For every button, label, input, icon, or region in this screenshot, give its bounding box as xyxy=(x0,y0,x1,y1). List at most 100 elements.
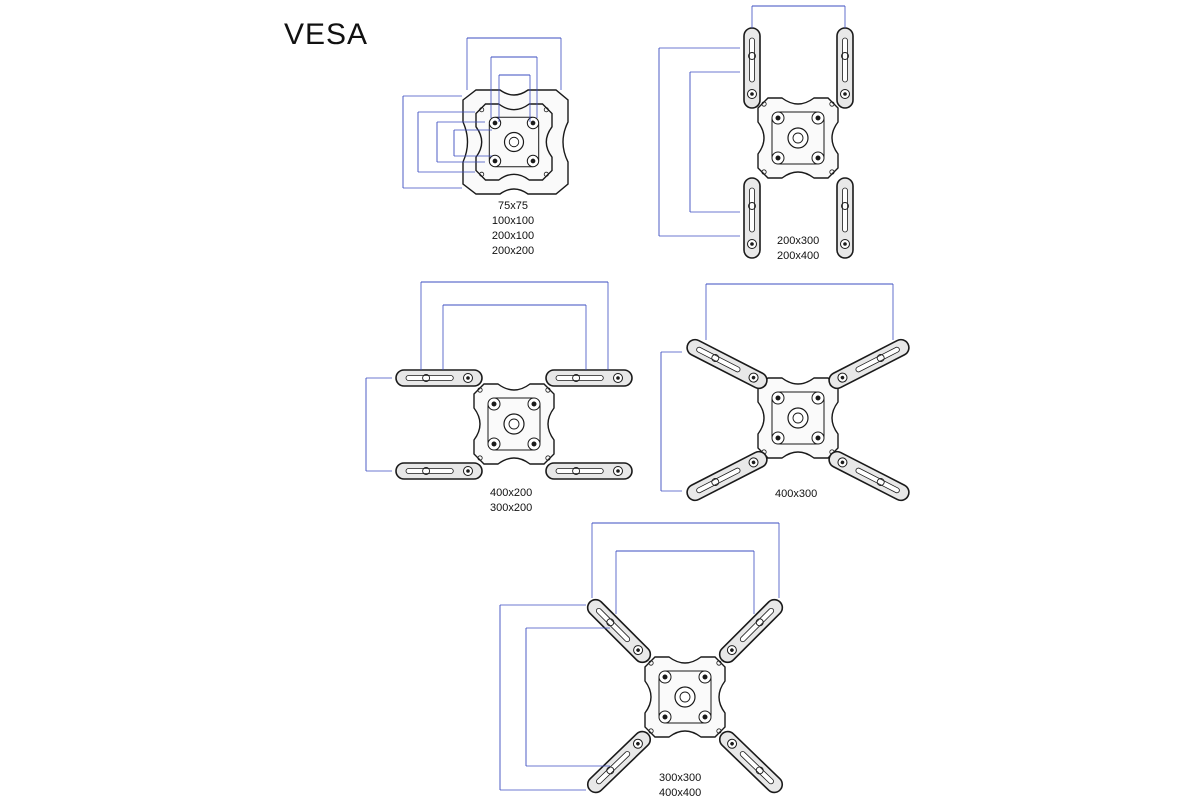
center-hole-inner xyxy=(508,136,520,148)
center-hole xyxy=(503,131,525,153)
plate-screw-hole xyxy=(716,728,722,734)
figure-diagonal-arms-wide xyxy=(660,283,910,502)
mounting-arm xyxy=(586,730,652,794)
mount-hole-center xyxy=(531,441,537,447)
pattern-label: 300x200 xyxy=(490,502,533,514)
pattern-label: 200x300 xyxy=(777,235,820,247)
plate-inner-frame xyxy=(488,116,540,168)
arm-screw xyxy=(606,618,615,627)
mount-hole-center xyxy=(491,441,497,447)
mounting-arm xyxy=(395,462,483,480)
figure-horizontal-arms xyxy=(365,281,633,480)
arm-screw xyxy=(748,52,756,60)
arm-screw xyxy=(876,354,885,362)
mounting-arm xyxy=(395,369,483,387)
pattern-label: 200x200 xyxy=(491,245,535,257)
label-group-horizontal-arms: 400x200 300x200 xyxy=(490,486,532,516)
mount-hole-center xyxy=(492,158,498,164)
mounting-arm xyxy=(545,369,633,387)
arm-screw xyxy=(572,467,581,475)
plate-screw-hole xyxy=(648,728,654,734)
arm-bolt-center xyxy=(843,92,847,96)
mounting-arm xyxy=(545,462,633,480)
pattern-label: 200x100 xyxy=(491,230,535,242)
center-hole-inner xyxy=(792,132,804,144)
pattern-label: 300x300 xyxy=(659,772,702,784)
mount-hole-center xyxy=(491,401,497,407)
mounting-arm xyxy=(743,177,761,259)
plate-screw-hole xyxy=(829,169,835,175)
plate-screw-hole xyxy=(477,455,483,461)
center-hole xyxy=(787,127,809,149)
arm-bolt-center xyxy=(466,376,470,380)
center-hole-inner xyxy=(508,418,520,430)
arm-screw xyxy=(711,354,720,362)
center-hole xyxy=(503,413,525,435)
plate-screw-hole xyxy=(477,387,483,393)
mount-hole-center xyxy=(530,120,536,126)
plate-screw-hole xyxy=(543,171,549,177)
arm-screw xyxy=(841,52,849,60)
plate-inner-frame xyxy=(771,111,825,165)
arm-slot xyxy=(842,187,848,233)
mounting-arm xyxy=(828,450,910,502)
mounting-arm xyxy=(686,338,768,390)
plate-inner-frame xyxy=(487,397,541,451)
mount-hole-center xyxy=(492,120,498,126)
plate-screw-hole xyxy=(545,387,551,393)
plate-screw-hole xyxy=(761,169,767,175)
mounting-arm xyxy=(828,338,910,390)
plate-screw-hole xyxy=(543,107,549,113)
arm-bolt-center xyxy=(466,469,470,473)
arm-bolt-center xyxy=(616,469,620,473)
diagram-title: VESA xyxy=(284,18,369,51)
figure-small-plate xyxy=(402,37,569,195)
mount-hole-center xyxy=(775,155,781,161)
mount-hole-center xyxy=(662,674,668,680)
mount-hole-center xyxy=(662,714,668,720)
arm-slot xyxy=(842,37,848,83)
mount-hole-center xyxy=(815,395,821,401)
label-group-diagonal-wide: 400x300 xyxy=(775,487,817,502)
plate-inner-frame xyxy=(771,391,825,445)
mount-hole-center xyxy=(530,158,536,164)
mounting-arm xyxy=(686,450,768,502)
mounting-arm xyxy=(718,730,784,794)
arm-screw xyxy=(748,202,756,210)
pattern-label: 200x400 xyxy=(777,250,820,262)
center-hole xyxy=(787,407,809,429)
arm-screw xyxy=(755,766,764,775)
arm-screw xyxy=(841,202,849,210)
mount-hole-center xyxy=(531,401,537,407)
pattern-label: 400x400 xyxy=(659,787,702,799)
pattern-label: 400x200 xyxy=(490,487,533,499)
mount-hole-center xyxy=(702,674,708,680)
mount-hole-center xyxy=(775,115,781,121)
label-group-diagonal-square: 300x300 400x400 xyxy=(659,771,701,801)
center-hole xyxy=(674,686,696,708)
arm-bolt-center xyxy=(840,460,845,465)
mount-hole-center xyxy=(702,714,708,720)
pattern-label: 100x100 xyxy=(491,215,535,227)
arm-screw xyxy=(572,374,581,382)
arm-screw xyxy=(711,478,720,486)
mount-hole-center xyxy=(775,435,781,441)
arm-bolt-center xyxy=(730,648,734,652)
plate-screw-hole xyxy=(829,101,835,107)
arm-slot xyxy=(749,37,755,83)
figure-vertical-arms xyxy=(658,5,854,259)
label-group-small-plate: 75x75 100x100 200x100 200x200 xyxy=(489,199,537,259)
pattern-label: 75x75 xyxy=(498,200,528,212)
mount-hole-center xyxy=(815,435,821,441)
arm-screw xyxy=(606,766,615,775)
arm-screw xyxy=(876,478,885,486)
plate-screw-hole xyxy=(761,101,767,107)
arm-bolt-center xyxy=(636,741,640,746)
arm-slot xyxy=(749,187,755,233)
mount-hole-center xyxy=(815,155,821,161)
arm-bolt-center xyxy=(751,460,756,465)
mounting-arm xyxy=(586,598,652,664)
arm-bolt-center xyxy=(840,375,845,380)
